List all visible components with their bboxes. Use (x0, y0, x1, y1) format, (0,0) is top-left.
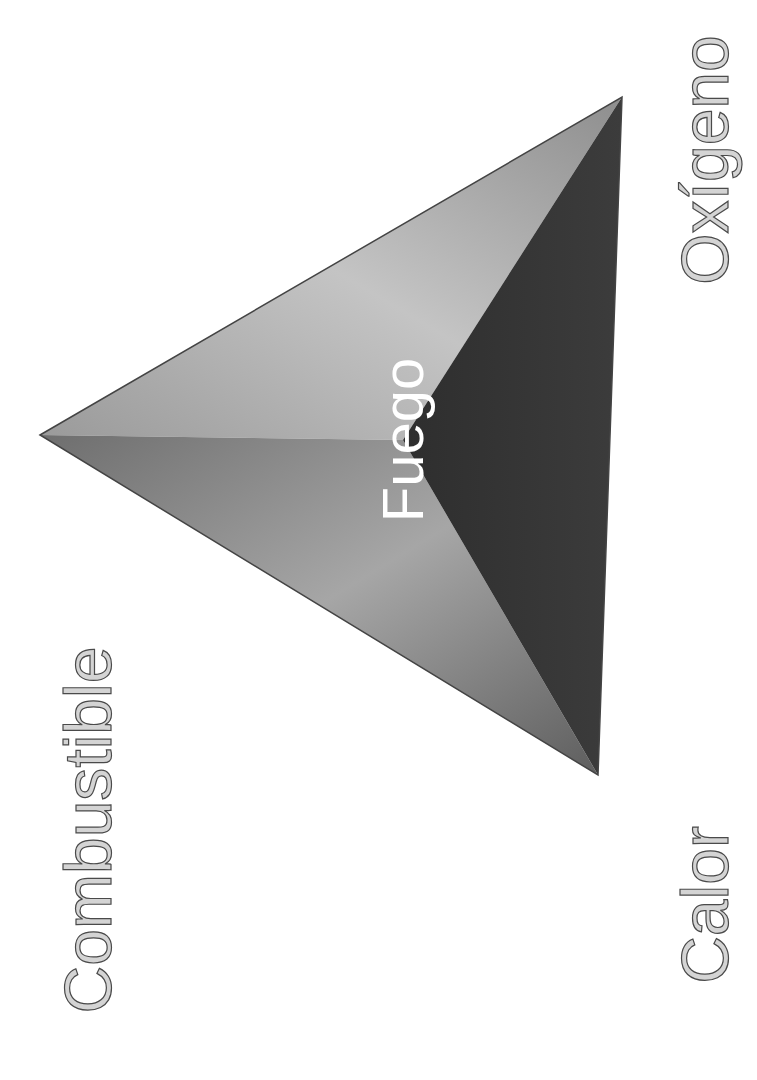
center-label: Fuego (374, 358, 432, 522)
side-label: Combustible (55, 647, 121, 1014)
side-label: Calor (672, 826, 738, 984)
side-label: Oxígeno (672, 35, 738, 285)
triangle-face (403, 97, 622, 775)
triangle-outline (40, 97, 622, 775)
